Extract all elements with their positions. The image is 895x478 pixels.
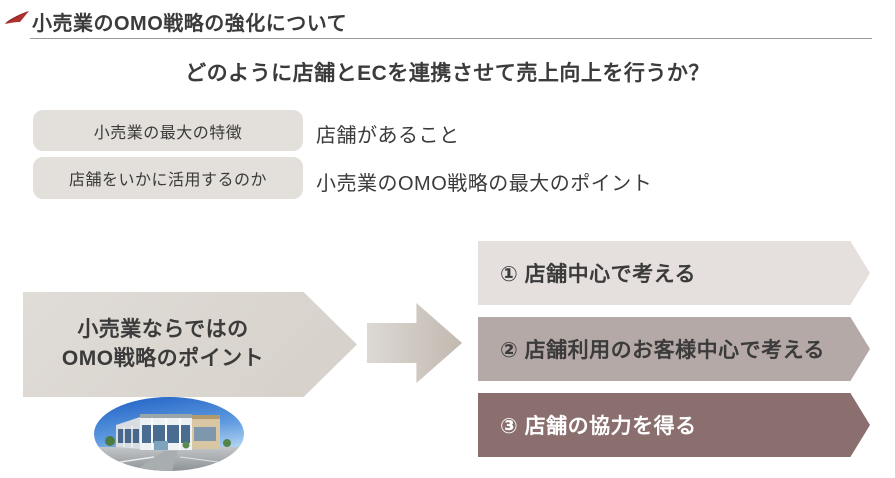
feature-value-2: 小売業のOMO戦略の最大のポイント xyxy=(316,173,653,195)
pointer-callout: 小売業ならではの OMO戦略のポイント xyxy=(23,292,357,397)
point-bar-2: ② 店舗利用のお客様中心で考える xyxy=(478,317,870,381)
store-building-photo xyxy=(94,397,244,471)
feature-label-1: 小売業の最大の特徴 xyxy=(33,110,303,151)
right-block-arrow-icon xyxy=(367,303,462,383)
red-swoosh-arrow-icon xyxy=(5,9,31,27)
point-bar-3: ③ 店舗の協力を得る xyxy=(478,393,870,457)
feature-value-1: 店舗があること xyxy=(316,125,460,147)
slide-subtitle: どのように店舗とECを連携させて売上向上を行うか？ xyxy=(185,62,710,85)
pointer-line-1: 小売業ならではの xyxy=(77,318,249,342)
point-bar-1-label: ① 店舗中心で考える xyxy=(500,263,696,286)
point-bar-1: ① 店舗中心で考える xyxy=(478,241,870,305)
pointer-line-2: OMO戦略のポイント xyxy=(61,346,265,370)
feature-label-1-text: 小売業の最大の特徴 xyxy=(93,124,243,142)
feature-label-2: 店舗をいかに活用するのか xyxy=(33,157,303,199)
feature-label-2-text: 店舗をいかに活用するのか xyxy=(68,172,267,189)
title-divider xyxy=(30,38,872,39)
page-title: 小売業のOMO戦略の強化について xyxy=(32,13,348,35)
point-bar-2-label: ② 店舗利用のお客様中心で考える xyxy=(500,339,825,362)
point-bar-3-label: ③ 店舗の協力を得る xyxy=(500,415,697,438)
